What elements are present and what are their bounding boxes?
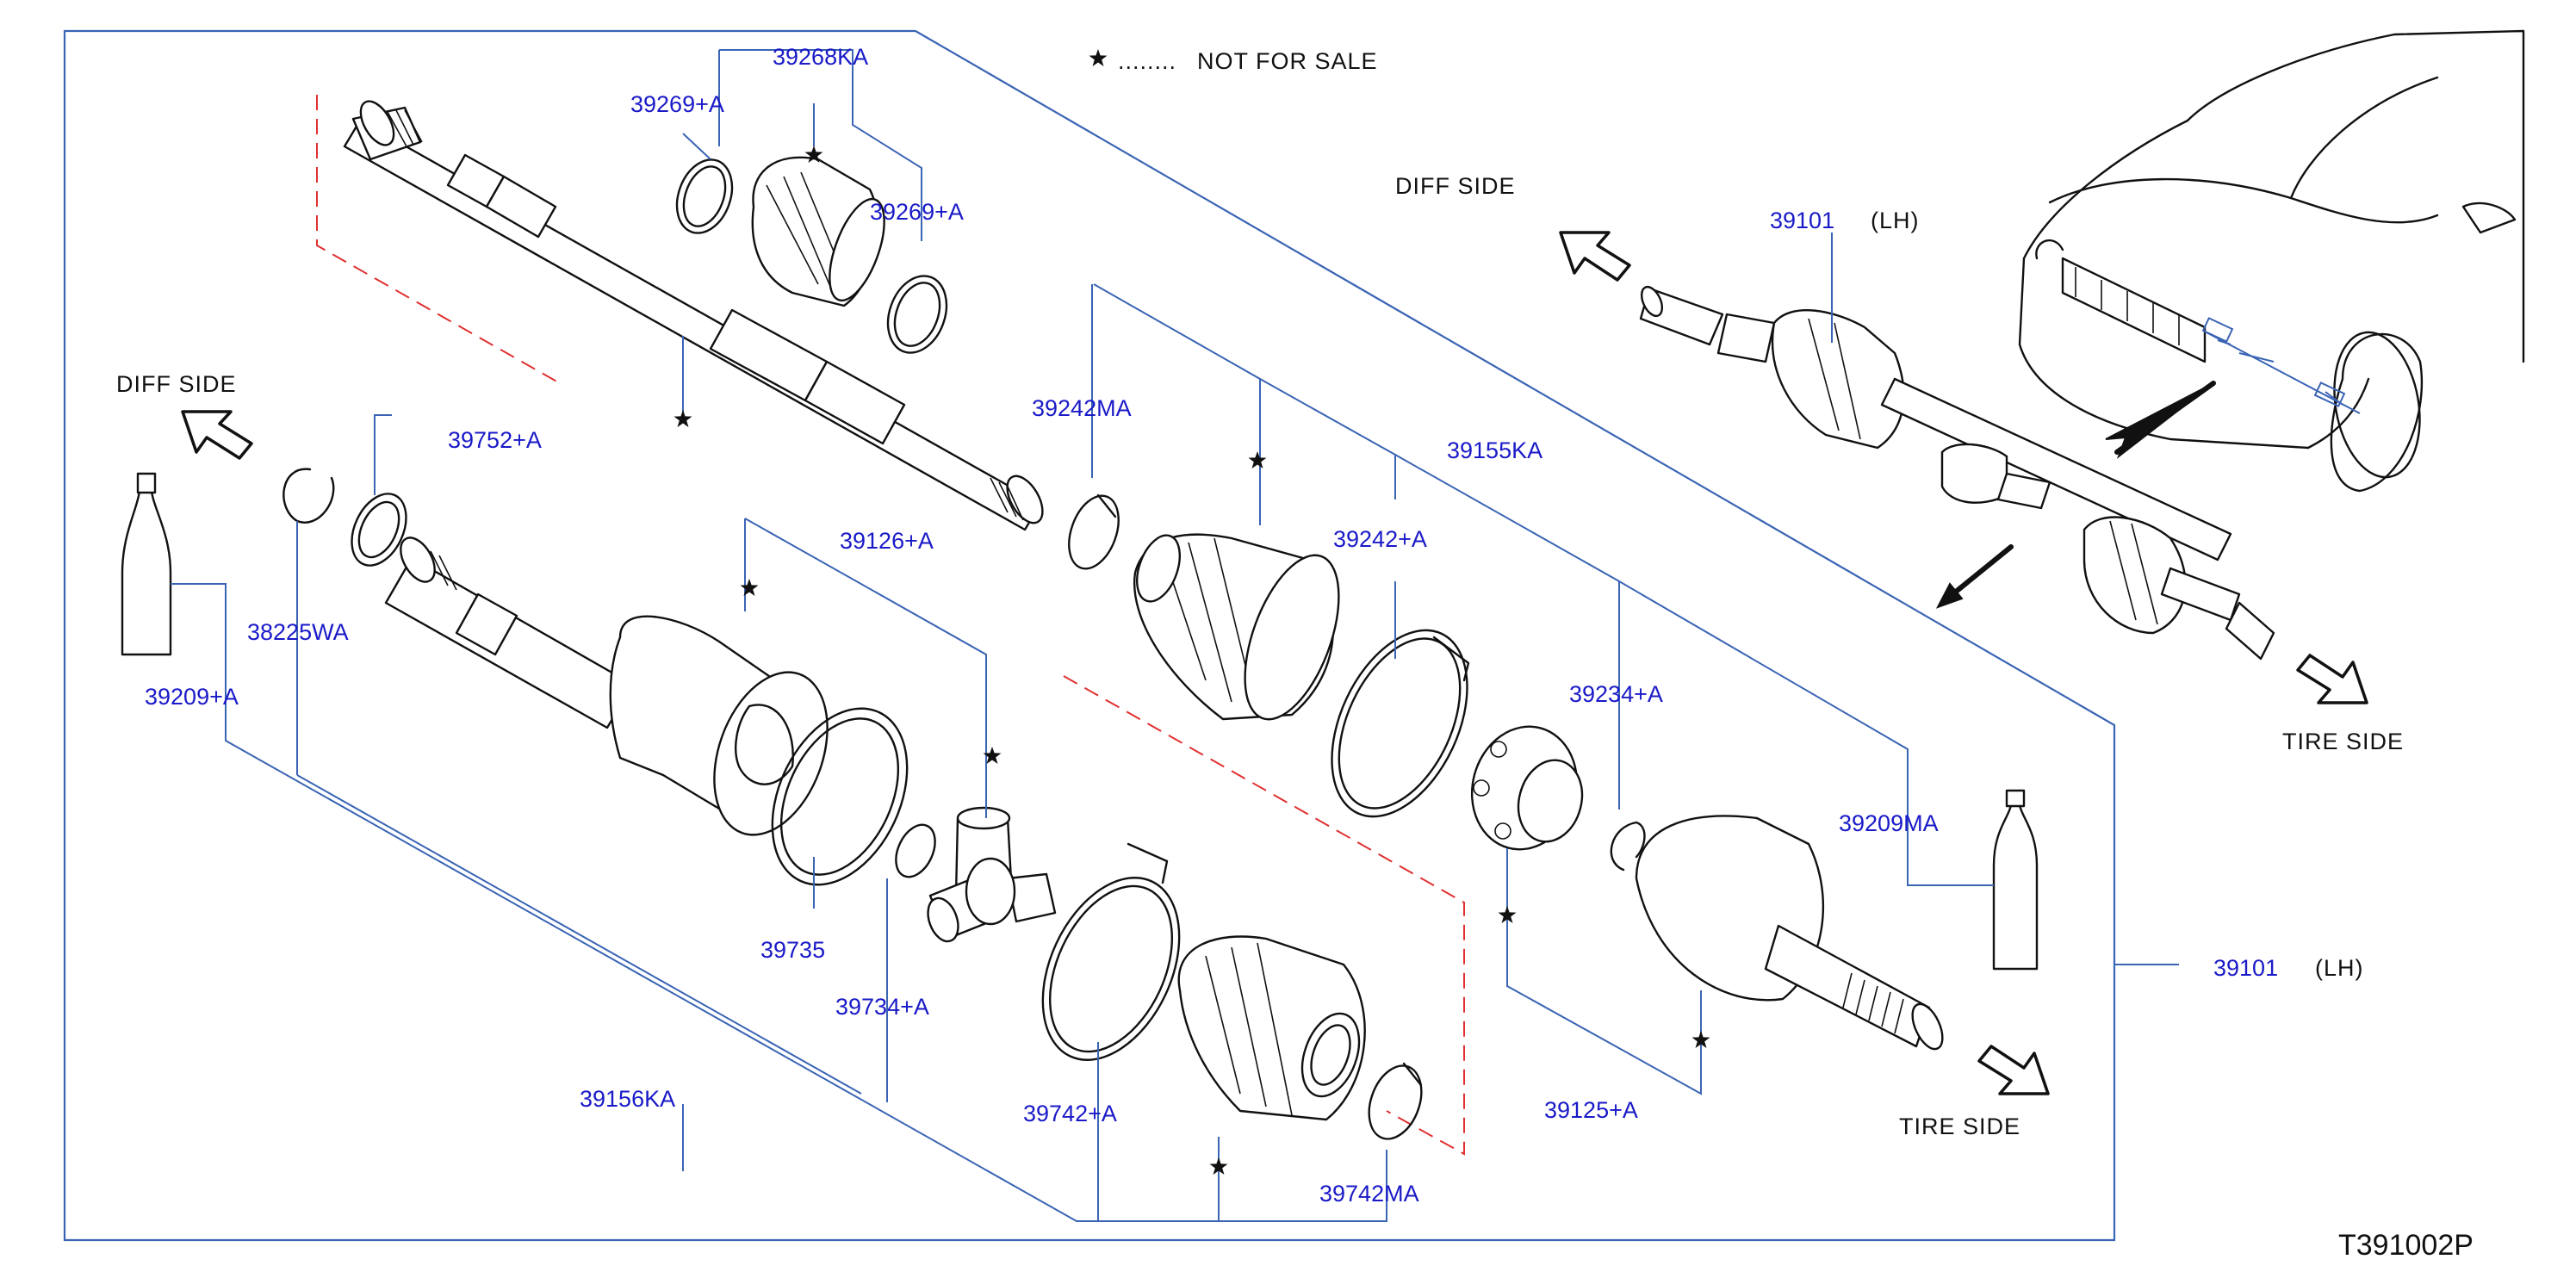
inner-joint-housing [384,537,829,836]
lh-label-right: (LH) [2315,955,2364,981]
part-label-39156ka: 39156KA [580,1086,675,1112]
snap-ring-outer [1610,821,1646,872]
leader-lines [171,49,2179,1222]
part-label-39268ka: 39268KA [773,44,868,70]
washer-39752a [351,493,407,567]
legend-text: NOT FOR SALE [1197,48,1378,74]
part-label-39734a: 39734+A [835,994,929,1020]
vehicle-illustration [2018,29,2525,493]
part-label-39269a-top: 39269+A [630,91,724,117]
grease-tube-right [1992,789,2039,971]
part-label-39735: 39735 [760,937,825,963]
clamp-39742ma [1368,1062,1423,1140]
part-label-39101-right: 39101 [2213,955,2278,981]
part-label-39209a: 39209+A [145,684,239,710]
star-shaft [673,410,692,427]
part-label-39125a: 39125+A [1544,1097,1638,1123]
outer-joint-39101 [1635,815,1944,1051]
part-label-39155ka: 39155KA [1447,437,1542,463]
part-label-39242ma: 39242MA [1032,395,1132,421]
snap-ring-39734a [895,823,936,878]
boot-outer [1133,533,1340,721]
grease-tube-left [121,472,172,656]
star-housing [740,579,759,596]
star-boot-outer [1248,451,1267,468]
tire-side-label-lower: TIRE SIDE [1899,1114,2020,1139]
part-label-39742ma: 39742MA [1319,1181,1419,1207]
part-label-39101-top: 39101 [1770,208,1834,233]
part-label-38225wa: 38225WA [247,619,349,645]
lh-label-top: (LH) [1871,208,1920,233]
diagram-code: T391002P [2338,1229,2474,1262]
part-label-39742a: 39742+A [1023,1101,1117,1126]
part-label-39242a: 39242+A [1333,526,1427,552]
solid-arrow-upper-stem [2114,381,2216,455]
part-label-39269a-right: 39269+A [870,199,964,225]
spider-assembly [927,806,1057,943]
part-label-39234a: 39234+A [1569,681,1663,707]
part-label-39209ma: 39209MA [1839,810,1939,836]
tire-side-label-upper: TIRE SIDE [2282,729,2404,754]
hollow-arrow-diff-left [181,410,253,460]
hollow-arrow-diff-right [1559,231,1631,282]
snap-ring-38225wa [282,468,335,524]
complete-drive-shaft-39101 [1639,285,2275,661]
ring-39735 [771,707,909,886]
part-label-39126a: 39126+A [840,528,934,554]
clamp-39242ma [1068,493,1120,570]
assembly-frame [63,29,2116,1242]
clamp-39742a [1041,842,1181,1061]
diff-side-label-right: DIFF SIDE [1395,173,1516,199]
dashed-line-shaft [316,95,561,384]
legend-star [1089,49,1108,66]
part-label-39752a: 39752+A [448,427,542,453]
solid-arrow-lower-head [1935,582,1964,609]
hollow-arrow-tire-upper [2296,654,2368,704]
clamp-39242a [1331,629,1470,818]
diff-side-label-left: DIFF SIDE [116,371,237,397]
legend-dots: ........ [1118,48,1176,74]
boot-kit-top [675,156,948,354]
boot-inner [1177,935,1366,1121]
dashed-line-inner [1063,675,1465,1156]
inner-race-39234a [1470,725,1584,851]
hollow-arrow-tire-lower [1977,1045,2050,1095]
intermediate-shaft [343,100,1044,531]
